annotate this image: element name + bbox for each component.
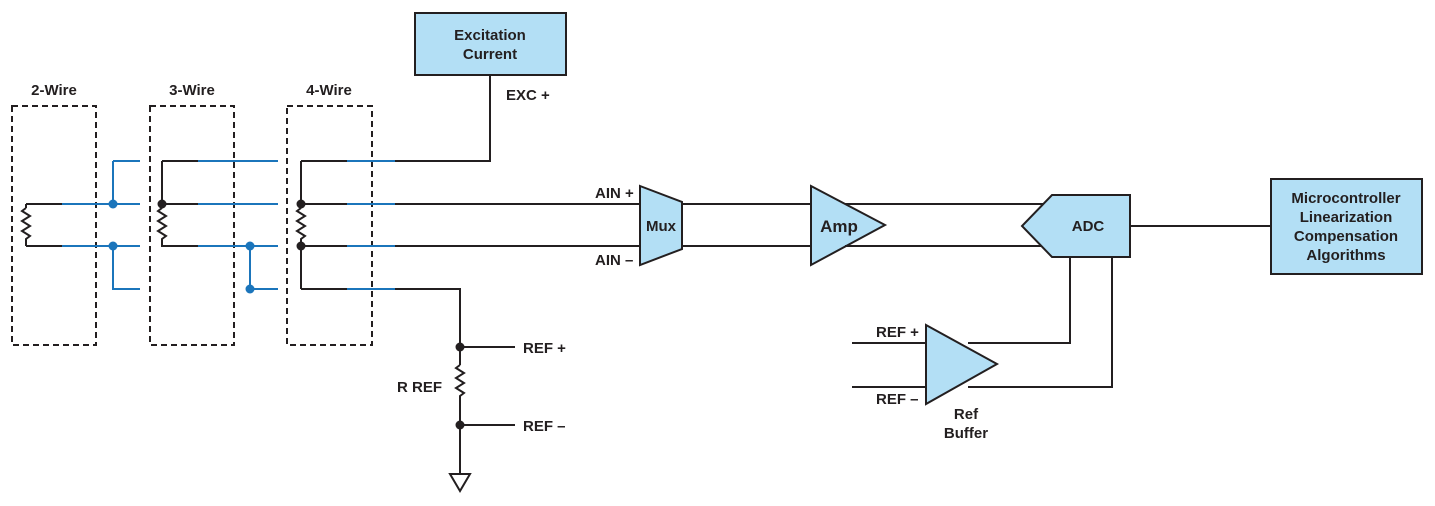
adc-label: ADC <box>1072 218 1105 235</box>
ref-buffer-block <box>925 323 1000 406</box>
buffer-ref-minus-label: REF – <box>876 391 919 408</box>
adc-ref-wire-1 <box>968 257 1071 344</box>
mux-label: Mux <box>646 218 677 235</box>
four-wire-label: 4-Wire <box>306 82 352 99</box>
ref-plus-label: REF + <box>523 340 566 357</box>
excitation-current-label-1: Excitation <box>454 27 526 44</box>
adc-block <box>1020 194 1131 258</box>
ref-buffer-label-2: Buffer <box>944 425 988 442</box>
rtd-resistor-3wire <box>156 207 168 242</box>
rtd-resistor-2wire <box>20 207 32 242</box>
ref-wire <box>395 288 461 365</box>
excitation-current-label-2: Current <box>463 46 517 63</box>
excitation-current-block <box>414 12 567 76</box>
two-wire-sensor <box>20 160 140 290</box>
mux-block <box>639 184 683 267</box>
ref-buffer-label-1: Ref <box>954 406 979 423</box>
mcu-label-2: Linearization <box>1300 209 1393 226</box>
adc-ref-wire-2 <box>968 257 1113 388</box>
three-wire-sensor <box>156 160 278 294</box>
exc-plus-wire <box>395 75 491 162</box>
exc-plus-label: EXC + <box>506 87 550 104</box>
four-wire-sensor <box>295 160 395 290</box>
mcu-label-4: Algorithms <box>1306 247 1385 264</box>
mcu-label-1: Microcontroller <box>1291 190 1400 207</box>
ref-resistor <box>454 364 466 473</box>
mcu-label-3: Compensation <box>1294 228 1398 245</box>
ground-icon <box>448 473 472 493</box>
r-ref-label: R REF <box>397 379 442 396</box>
three-wire-box <box>149 105 235 346</box>
two-wire-box <box>11 105 97 346</box>
ain-minus-label: AIN – <box>595 252 633 269</box>
rtd-resistor-4wire <box>295 207 307 242</box>
two-wire-label: 2-Wire <box>31 82 77 99</box>
buffer-ref-plus-label: REF + <box>876 324 919 341</box>
microcontroller-block <box>1270 178 1423 275</box>
ref-minus-label: REF – <box>523 418 566 435</box>
three-wire-label: 3-Wire <box>169 82 215 99</box>
amp-label: Amp <box>820 217 858 236</box>
ain-plus-label: AIN + <box>595 185 634 202</box>
four-wire-box <box>286 105 373 346</box>
